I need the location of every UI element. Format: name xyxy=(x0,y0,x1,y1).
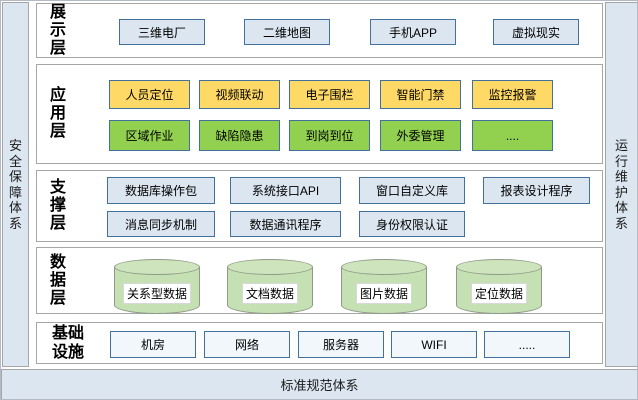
node-electronic-fence: 电子围栏 xyxy=(289,80,370,109)
cylinder-image-data: 图片数据 xyxy=(341,259,427,314)
cylinder-image-data-label: 图片数据 xyxy=(355,283,413,304)
layer-data: 数据层 关系型数据 文档数据 图片数据 定位数据 xyxy=(36,247,603,314)
node-server: 服务器 xyxy=(298,331,384,358)
node-video-linkage: 视频联动 xyxy=(199,80,280,109)
layer-application: 应用层 人员定位 视频联动 电子围栏 智能门禁 监控报警 区域作业 缺陷隐患 到… xyxy=(36,64,603,164)
layer-support-label: 支撑层 xyxy=(49,179,66,232)
node-machine-room: 机房 xyxy=(110,331,196,358)
cylinder-top xyxy=(341,259,427,275)
node-outsourcing-management: 外委管理 xyxy=(380,120,461,151)
cylinder-positioning-data: 定位数据 xyxy=(456,259,542,314)
node-smart-access-control: 智能门禁 xyxy=(380,80,461,109)
layer-infrastructure-label: 基础设施 xyxy=(51,325,84,361)
node-personnel-positioning: 人员定位 xyxy=(109,80,190,109)
node-application-more: .... xyxy=(472,120,553,151)
node-infrastructure-more: ..... xyxy=(484,331,570,358)
node-wifi: WIFI xyxy=(391,331,477,358)
node-database-operation-package: 数据库操作包 xyxy=(107,177,215,204)
cylinder-positioning-data-label: 定位数据 xyxy=(470,283,528,304)
cylinder-document-data: 文档数据 xyxy=(227,259,313,314)
layer-presentation-label: 展示层 xyxy=(49,3,66,57)
layer-infrastructure: 基础设施 机房 网络 服务器 WIFI ..... xyxy=(36,322,603,364)
node-window-custom-library: 窗口自定义库 xyxy=(359,177,465,204)
left-rail-label: 安全保障体系 xyxy=(8,138,22,231)
node-virtual-reality: 虚拟现实 xyxy=(493,19,579,45)
node-data-communication-program: 数据通讯程序 xyxy=(230,211,341,237)
layer-data-label: 数据层 xyxy=(49,253,66,307)
node-on-duty-in-place: 到岗到位 xyxy=(289,120,370,151)
bottom-bar-label: 标准规范体系 xyxy=(280,378,359,393)
cylinder-document-data-label: 文档数据 xyxy=(241,283,299,304)
node-mobile-app: 手机APP xyxy=(370,19,456,45)
cylinder-relational-data: 关系型数据 xyxy=(114,259,200,314)
cylinder-relational-data-label: 关系型数据 xyxy=(122,283,192,304)
node-network: 网络 xyxy=(204,331,290,358)
layer-presentation: 展示层 三维电厂 二维地图 手机APP 虚拟现实 xyxy=(36,3,603,58)
right-rail-operation-maintenance-system: 运行维护体系 xyxy=(605,2,637,367)
node-system-interface-api: 系统接口API xyxy=(230,177,341,204)
layer-support: 支撑层 数据库操作包 系统接口API 窗口自定义库 报表设计程序 消息同步机制 … xyxy=(36,170,603,242)
cylinder-top xyxy=(227,259,313,275)
node-defect-hazards: 缺陷隐患 xyxy=(199,120,280,151)
node-3d-plant: 三维电厂 xyxy=(119,19,205,45)
node-monitoring-alarm: 监控报警 xyxy=(472,80,553,109)
node-identity-authorization: 身份权限认证 xyxy=(359,211,465,237)
node-report-design-program: 报表设计程序 xyxy=(483,177,590,204)
node-2d-map: 二维地图 xyxy=(244,19,330,45)
left-rail-security-system: 安全保障体系 xyxy=(2,2,29,367)
cylinder-top xyxy=(456,259,542,275)
layer-application-label: 应用层 xyxy=(49,87,66,140)
node-message-sync-mechanism: 消息同步机制 xyxy=(107,211,215,237)
bottom-bar-standards-system: 标准规范体系 xyxy=(1,369,637,399)
cylinder-top xyxy=(114,259,200,275)
right-rail-label: 运行维护体系 xyxy=(614,138,628,231)
node-area-operations: 区域作业 xyxy=(109,120,190,151)
